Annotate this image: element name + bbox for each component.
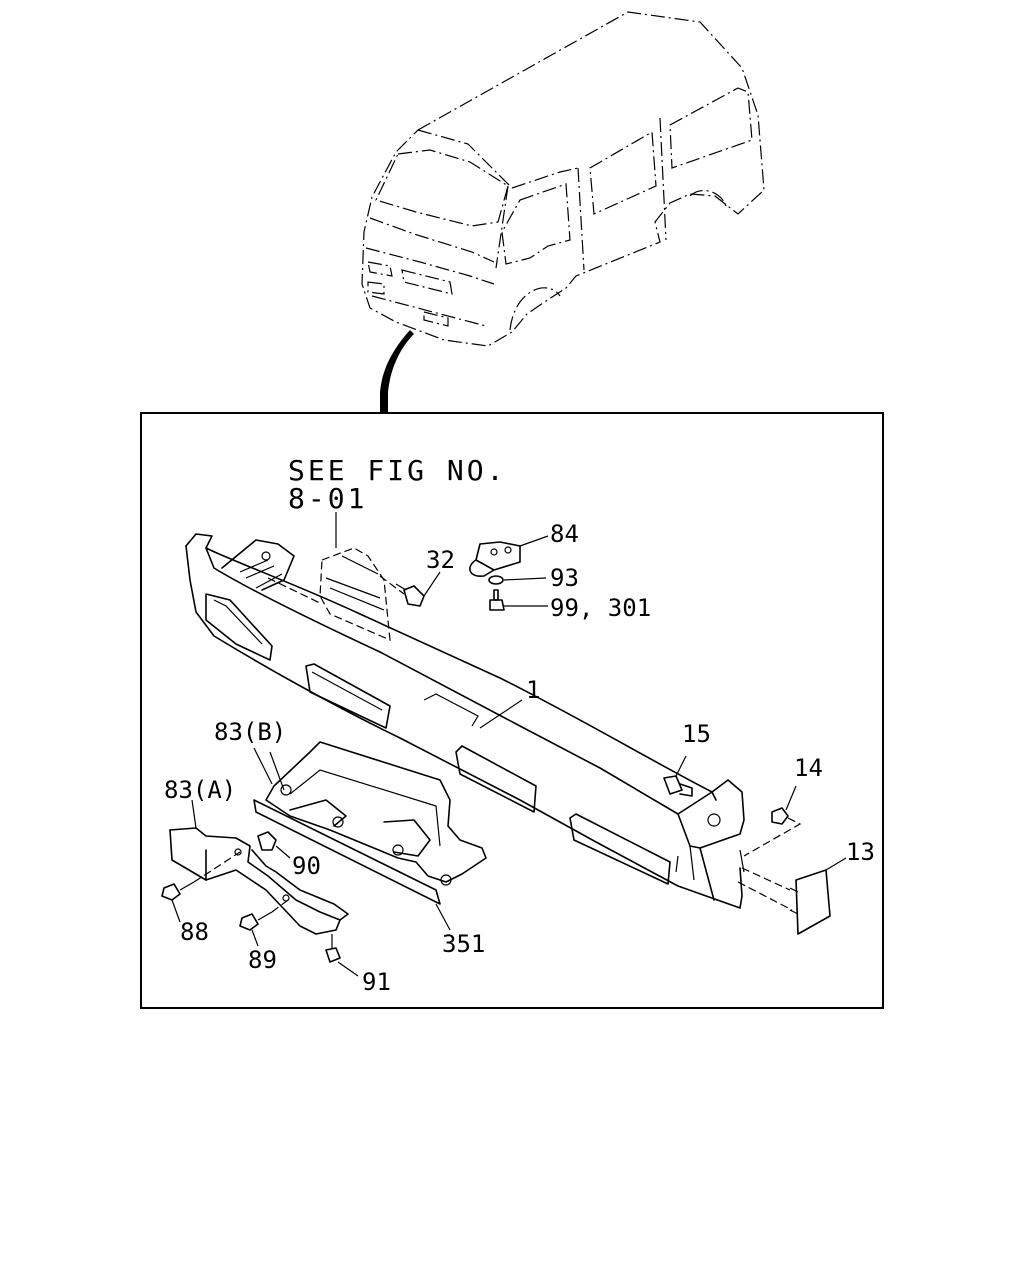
clip-90 bbox=[257, 831, 291, 859]
washer-93 bbox=[488, 575, 547, 585]
callout-89: 89 bbox=[248, 946, 277, 974]
reference-note-line1: SEE FIG NO. bbox=[288, 454, 506, 487]
callout-32: 32 bbox=[426, 546, 455, 574]
lower-panel-83b bbox=[253, 741, 487, 886]
bolt-89 bbox=[239, 899, 289, 947]
callout-88: 88 bbox=[180, 918, 209, 946]
van-overview bbox=[361, 11, 765, 412]
bracket-83a bbox=[169, 799, 349, 935]
fog-lamp-phantom bbox=[267, 547, 405, 641]
callout-84: 84 bbox=[550, 520, 579, 548]
strip-351 bbox=[253, 799, 451, 931]
callout-93: 93 bbox=[550, 564, 579, 592]
bolt-15 bbox=[663, 755, 693, 797]
bracket-84 bbox=[469, 535, 549, 577]
callout-91: 91 bbox=[362, 968, 391, 996]
callout-14: 14 bbox=[794, 754, 823, 782]
callout-90: 90 bbox=[292, 852, 321, 880]
callout-83a: 83(A) bbox=[164, 776, 236, 804]
bolt-99-301 bbox=[489, 589, 548, 611]
callout-15: 15 bbox=[682, 720, 711, 748]
callout-351: 351 bbox=[442, 930, 485, 958]
nut-14 bbox=[743, 785, 802, 857]
callout-99-301: 99, 301 bbox=[550, 594, 651, 622]
callout-83b: 83(B) bbox=[214, 718, 286, 746]
callout-13: 13 bbox=[846, 838, 875, 866]
bolt-88 bbox=[161, 851, 241, 923]
end-cap-13 bbox=[737, 857, 847, 935]
callout-1: 1 bbox=[526, 676, 540, 704]
detail-frame bbox=[140, 412, 884, 1009]
bolt-32 bbox=[395, 571, 441, 607]
bolt-91 bbox=[325, 934, 359, 977]
front-bumper bbox=[185, 533, 745, 909]
reference-note-line2: 8-01 bbox=[288, 482, 367, 515]
